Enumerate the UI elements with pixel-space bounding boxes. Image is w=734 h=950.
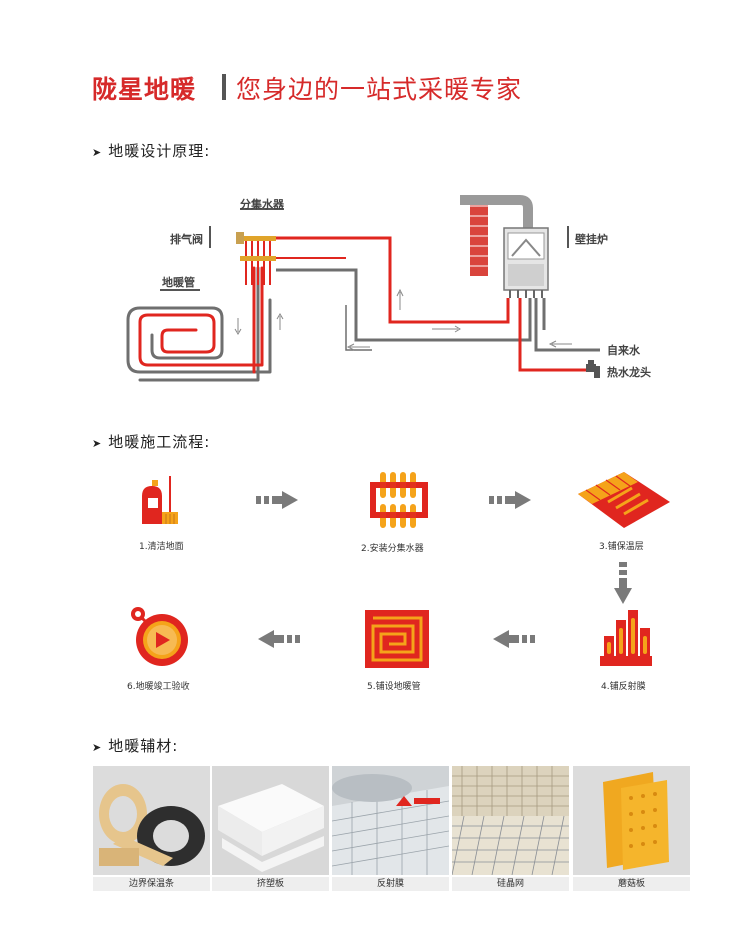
- bullet-arrow-icon: ➤: [92, 741, 103, 754]
- header-divider: [222, 74, 226, 100]
- material-photo-mesh: [452, 766, 569, 875]
- label-manifold: 分集水器: [240, 198, 284, 211]
- material-label-reflective-film: 反射膜: [332, 877, 449, 891]
- material-label-edge-strip: 边界保温条: [93, 877, 210, 891]
- step-label-3: 3.铺保温层: [599, 542, 644, 552]
- section-title-process: ➤ 地暖施工流程:: [92, 431, 210, 452]
- step-label-5: 5.铺设地暖管: [367, 682, 421, 692]
- section-title-process-text: 地暖施工流程:: [108, 433, 211, 451]
- arrow-right-icon: [256, 491, 298, 509]
- section-title-design-text: 地暖设计原理:: [108, 142, 211, 160]
- label-boiler: 壁挂炉: [575, 233, 608, 246]
- material-photo-mushroom-board: [573, 766, 690, 875]
- section-title-design: ➤ 地暖设计原理:: [92, 140, 210, 161]
- manifold-install-icon: [370, 472, 428, 528]
- brand-name: 陇星地暖: [92, 75, 197, 104]
- floor-pipe-coil: [126, 266, 272, 382]
- label-floor-pipe: 地暖管: [162, 276, 195, 289]
- arrow-left-icon: [258, 630, 300, 648]
- faucet-icon: [586, 360, 600, 378]
- label-tap-water: 自来水: [607, 344, 640, 357]
- step-label-6: 6.地暖竣工验收: [127, 682, 190, 692]
- heating-principle-diagram: [126, 195, 600, 382]
- section-title-materials: ➤ 地暖辅材:: [92, 735, 178, 756]
- step-label-1: 1.清洁地面: [139, 542, 184, 552]
- floor-pipe-layout-icon: [365, 610, 429, 668]
- cleaning-icon: [142, 476, 178, 524]
- material-photo-reflective-film: [332, 766, 449, 875]
- section-title-materials-text: 地暖辅材:: [108, 737, 179, 755]
- material-photo-xps-board: [212, 766, 329, 875]
- material-label-mushroom-board: 蘑菇板: [573, 877, 690, 891]
- inspection-gauge-icon: [131, 607, 188, 666]
- manifold-unit: [236, 232, 276, 285]
- material-photo-edge-strip: [93, 766, 210, 875]
- brand-slogan: 您身边的一站式采暖专家: [236, 75, 523, 104]
- arrow-right-icon: [489, 491, 531, 509]
- bullet-arrow-icon: ➤: [92, 437, 103, 450]
- arrow-down-icon: [614, 562, 632, 604]
- material-label-mesh: 硅晶网: [452, 877, 569, 891]
- arrow-left-icon: [493, 630, 535, 648]
- boiler-icon: [503, 227, 549, 298]
- material-label-xps-board: 挤塑板: [212, 877, 329, 891]
- label-vent-valve: 排气阀: [170, 233, 203, 246]
- bullet-arrow-icon: ➤: [92, 146, 103, 159]
- chimney-icon: [460, 195, 533, 276]
- step-label-4: 4.铺反射膜: [601, 682, 646, 692]
- insulation-layer-icon: [578, 472, 670, 528]
- step-label-2: 2.安装分集水器: [361, 544, 424, 554]
- reflective-film-icon: [600, 610, 652, 666]
- label-hot-water-tap: 热水龙头: [607, 366, 651, 379]
